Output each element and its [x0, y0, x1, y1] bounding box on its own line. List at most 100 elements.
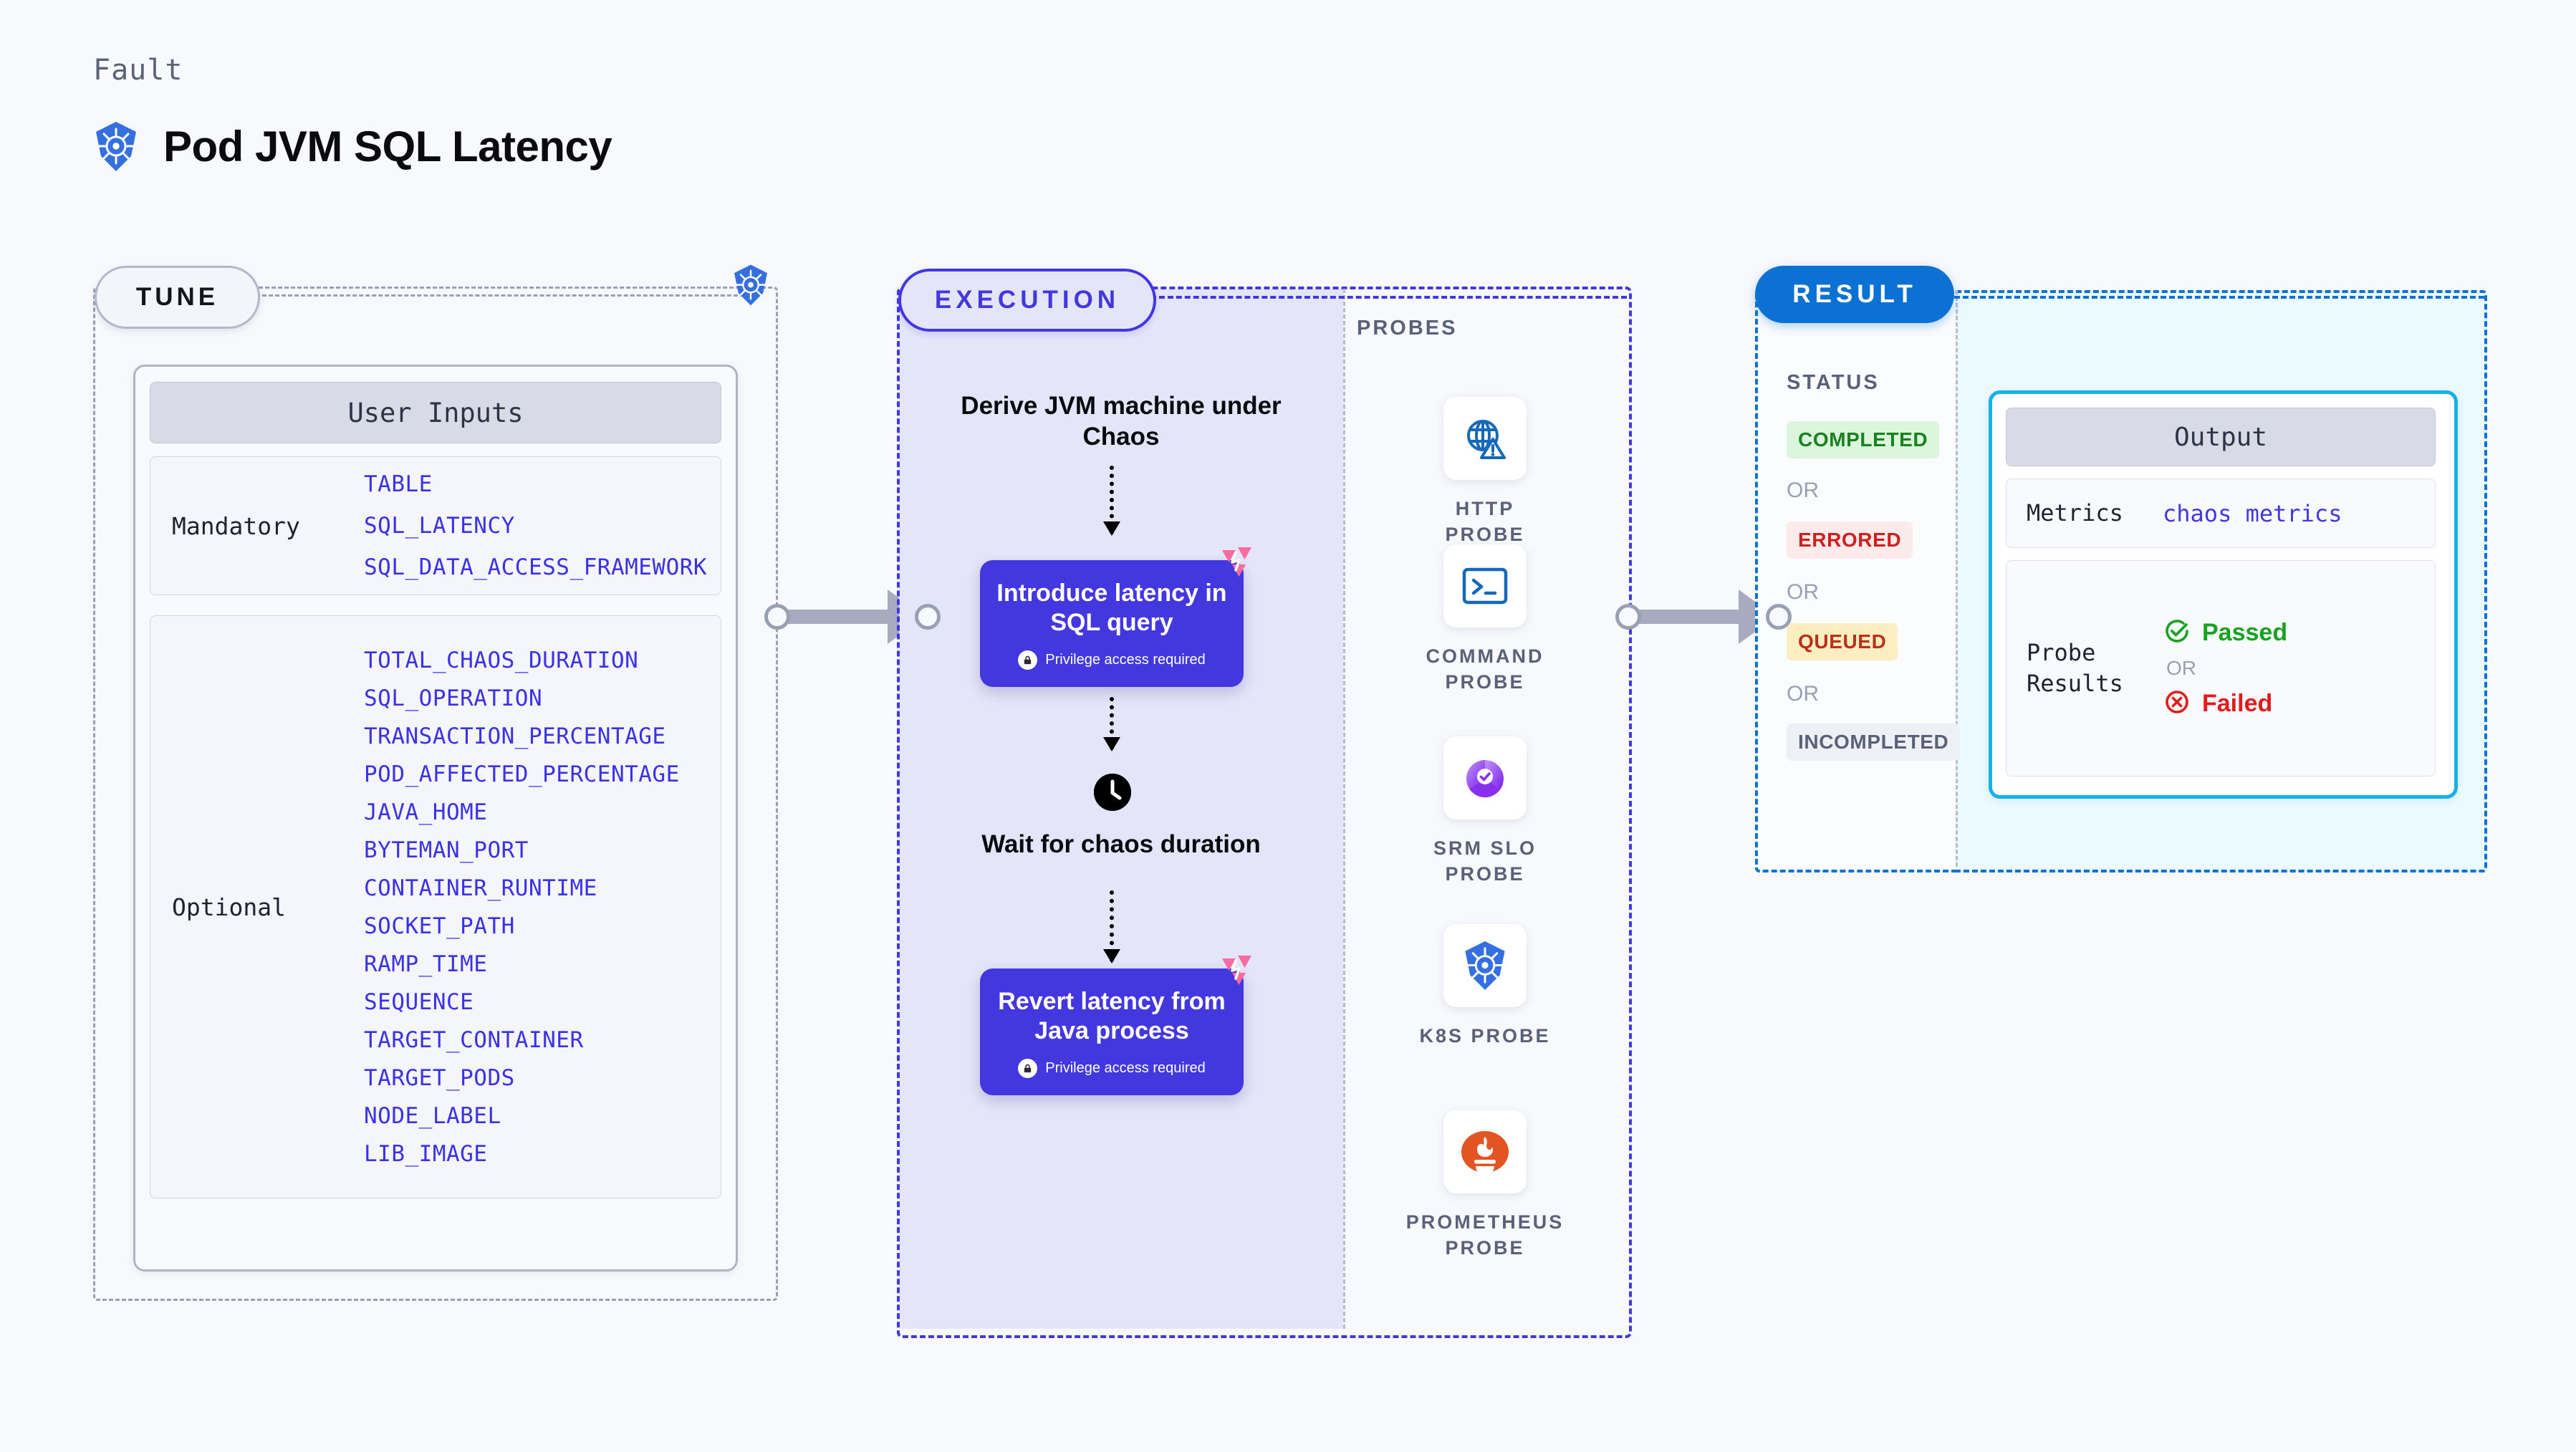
globe-warning-icon: [1443, 397, 1527, 480]
connector-end-dot: [1766, 604, 1792, 630]
lock-icon: [1018, 1058, 1038, 1078]
param-item[interactable]: SOCKET_PATH: [364, 913, 515, 939]
litmus-chaos-icon: [1216, 543, 1256, 587]
prometheus-icon: [1443, 1110, 1527, 1193]
result-status-zone: [1755, 290, 1959, 872]
execution-probes-divider: [1343, 289, 1345, 1329]
execution-step-derive: Derive JVM machine under Chaos: [961, 392, 1282, 451]
execution-card-note-text: Privilege access required: [1045, 651, 1206, 668]
optional-params-list: TOTAL_CHAOS_DURATION SQL_OPERATION TRANS…: [364, 641, 680, 1173]
output-card-header: Output: [2006, 408, 2436, 466]
mandatory-params-block: Mandatory TABLE SQL_LATENCY SQL_DATA_ACC…: [150, 456, 721, 595]
probes-section-label: PROBES: [1357, 317, 1458, 340]
litmus-chaos-icon: [1216, 951, 1256, 995]
page-title-row: Pod JVM SQL Latency: [92, 120, 612, 173]
execution-wait-text: Wait for chaos duration: [981, 830, 1261, 858]
probe-label: HTTP PROBE: [1445, 498, 1525, 546]
param-item[interactable]: SQL_DATA_ACCESS_FRAMEWORK: [364, 554, 708, 580]
connector-start-dot: [764, 604, 790, 630]
result-sections-divider: [1956, 290, 1958, 867]
execution-card-note-text: Privilege access required: [1045, 1059, 1206, 1076]
probe-result-failed: Failed: [2163, 688, 2287, 720]
status-section-label: STATUS: [1787, 371, 1880, 394]
param-item[interactable]: TABLE: [364, 471, 433, 497]
probe-http[interactable]: HTTP PROBE: [1417, 397, 1553, 548]
execution-zone: [897, 287, 1632, 1338]
probe-result-failed-label: Failed: [2202, 690, 2273, 717]
probe-command[interactable]: COMMAND PROBE: [1417, 544, 1553, 696]
probe-label: PROMETHEUS PROBE: [1405, 1211, 1565, 1259]
probe-srm-slo[interactable]: SRM SLO PROBE: [1417, 736, 1553, 888]
probe-label: SRM SLO PROBE: [1433, 837, 1537, 885]
flow-arrow-2: [1103, 697, 1120, 751]
execution-card-revert-latency[interactable]: Revert latency from Java process Privile…: [980, 956, 1251, 1095]
probe-label: K8S PROBE: [1419, 1025, 1551, 1047]
output-card: Output Metrics chaos metrics Probe Resul…: [1989, 390, 2458, 799]
probe-results-key-label: Probe Results: [2027, 638, 2123, 697]
tune-kubernetes-icon: [731, 264, 771, 310]
tune-pill-label: TUNE: [95, 266, 260, 329]
status-badge-incompleted: INCOMPLETED: [1787, 723, 1961, 761]
x-circle-icon: [2163, 688, 2191, 720]
param-item[interactable]: TRANSACTION_PERCENTAGE: [364, 723, 666, 749]
param-item[interactable]: TARGET_CONTAINER: [364, 1027, 584, 1053]
terminal-icon: [1443, 544, 1527, 628]
param-item[interactable]: LIB_IMAGE: [364, 1140, 488, 1167]
param-item[interactable]: POD_AFFECTED_PERCENTAGE: [364, 761, 680, 787]
param-item[interactable]: SQL_LATENCY: [364, 513, 515, 539]
lock-icon: [1018, 650, 1038, 670]
execution-pill-label: EXECUTION: [898, 269, 1156, 332]
result-connector-dashed-line: [1954, 296, 2484, 299]
param-item[interactable]: TOTAL_CHAOS_DURATION: [364, 647, 639, 673]
connector-bar: [787, 610, 893, 624]
mandatory-params-list: TABLE SQL_LATENCY SQL_DATA_ACCESS_FRAMEW…: [364, 463, 707, 588]
clock-icon: [1094, 774, 1131, 811]
status-badge-completed: COMPLETED: [1787, 421, 1940, 458]
output-metrics-row: Metrics chaos metrics: [2006, 479, 2436, 548]
metrics-key-label: Metrics: [2027, 499, 2123, 527]
status-badge-queued: QUEUED: [1787, 623, 1898, 660]
srm-slo-icon: [1443, 736, 1527, 819]
probe-prometheus[interactable]: PROMETHEUS PROBE: [1406, 1110, 1562, 1261]
param-item[interactable]: SQL_OPERATION: [364, 685, 543, 711]
param-item[interactable]: SEQUENCE: [364, 989, 474, 1015]
probe-result-or-label: OR: [2166, 657, 2196, 679]
tune-connector-dashed-line: [256, 294, 757, 297]
optional-role-label: Optional: [172, 893, 286, 921]
probe-result-passed: Passed: [2163, 617, 2287, 649]
param-item[interactable]: BYTEMAN_PORT: [364, 837, 529, 863]
user-inputs-card: User Inputs Mandatory TABLE SQL_LATENCY …: [133, 365, 738, 1271]
kubernetes-icon: [1443, 924, 1527, 1007]
tune-zone: [93, 287, 778, 1301]
execution-card-title: Introduce latency in SQL query: [996, 580, 1227, 636]
fault-eyebrow-label: Fault: [93, 54, 183, 87]
connector-bar: [1638, 610, 1744, 624]
result-pill-label: RESULT: [1755, 266, 1954, 323]
probe-result-passed-label: Passed: [2202, 619, 2288, 646]
param-item[interactable]: TARGET_PODS: [364, 1064, 515, 1091]
mandatory-role-label: Mandatory: [172, 511, 300, 540]
kubernetes-icon: [92, 120, 140, 173]
execution-connector-dashed-line: [1150, 296, 1627, 299]
probe-results-values: Passed OR Failed: [2163, 617, 2287, 720]
execution-card-note: Privilege access required: [980, 1058, 1244, 1078]
probe-k8s[interactable]: K8S PROBE: [1417, 924, 1553, 1049]
optional-params-block: Optional TOTAL_CHAOS_DURATION SQL_OPERAT…: [150, 615, 721, 1198]
status-or-label: OR: [1787, 580, 1819, 604]
metrics-value-link[interactable]: chaos metrics: [2163, 499, 2342, 527]
user-inputs-header: User Inputs: [150, 382, 721, 443]
execution-card-title: Revert latency from Java process: [998, 988, 1226, 1044]
connector-start-dot: [1615, 604, 1641, 630]
status-or-label: OR: [1787, 682, 1819, 706]
param-item[interactable]: JAVA_HOME: [364, 799, 488, 825]
execution-card-introduce-latency[interactable]: Introduce latency in SQL query Privilege…: [980, 547, 1251, 687]
execution-card-note: Privilege access required: [980, 650, 1244, 670]
param-item[interactable]: RAMP_TIME: [364, 951, 488, 977]
status-or-label: OR: [1787, 479, 1819, 502]
connector-end-dot: [915, 604, 941, 630]
flow-arrow-3: [1103, 890, 1120, 963]
param-item[interactable]: NODE_LABEL: [364, 1102, 501, 1129]
output-probe-results-row: Probe Results Passed OR: [2006, 560, 2436, 777]
page-title: Pod JVM SQL Latency: [163, 122, 612, 170]
param-item[interactable]: CONTAINER_RUNTIME: [364, 875, 597, 901]
